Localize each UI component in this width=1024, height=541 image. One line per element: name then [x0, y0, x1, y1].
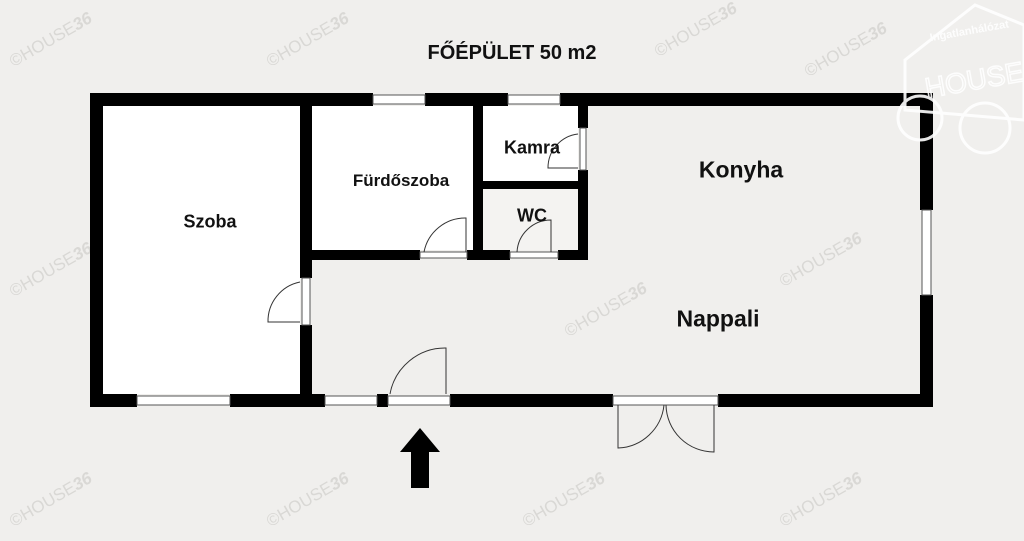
door-threshold: [612, 395, 719, 406]
room-label-furdoszoba: Fürdőszoba: [352, 171, 450, 190]
door-kamra: [547, 133, 579, 169]
plan-title: FŐÉPÜLET 50 m2: [427, 42, 597, 64]
door-threshold: [387, 395, 451, 406]
room-furdoszoba-floor: [312, 106, 473, 250]
door-threshold: [301, 277, 311, 326]
room-szoba-floor: [103, 106, 300, 394]
entrance-arrow-icon: [400, 428, 440, 488]
door-patio-left: [617, 404, 665, 449]
door-furdoszoba: [423, 217, 467, 253]
door-szoba: [267, 281, 301, 323]
door-wc: [516, 219, 552, 253]
window: [507, 94, 561, 105]
room-label-kamra: Kamra: [503, 137, 561, 158]
door-patio-right: [665, 404, 715, 453]
window: [136, 395, 231, 406]
door-swings: [267, 133, 715, 453]
logo-tagline: Ingatlanhálózat: [929, 18, 1010, 44]
window: [921, 209, 932, 296]
room-wc-floor: [483, 189, 578, 250]
room-label-wc: WC: [517, 205, 547, 226]
room-label-szoba: Szoba: [183, 211, 237, 232]
room-label-konyha: Konyha: [698, 156, 784, 183]
door-threshold: [579, 127, 587, 171]
house36-logo: Ingatlanhálózat HOUSE: [896, 3, 1024, 155]
logo-brand: HOUSE: [923, 56, 1024, 104]
window: [372, 94, 426, 105]
windows: [136, 94, 932, 406]
door-entrance: [389, 347, 447, 395]
door-threshold: [419, 251, 468, 259]
window: [324, 395, 378, 406]
room-label-nappali: Nappali: [676, 305, 760, 332]
walls: [90, 93, 933, 407]
door-threshold: [509, 251, 559, 259]
